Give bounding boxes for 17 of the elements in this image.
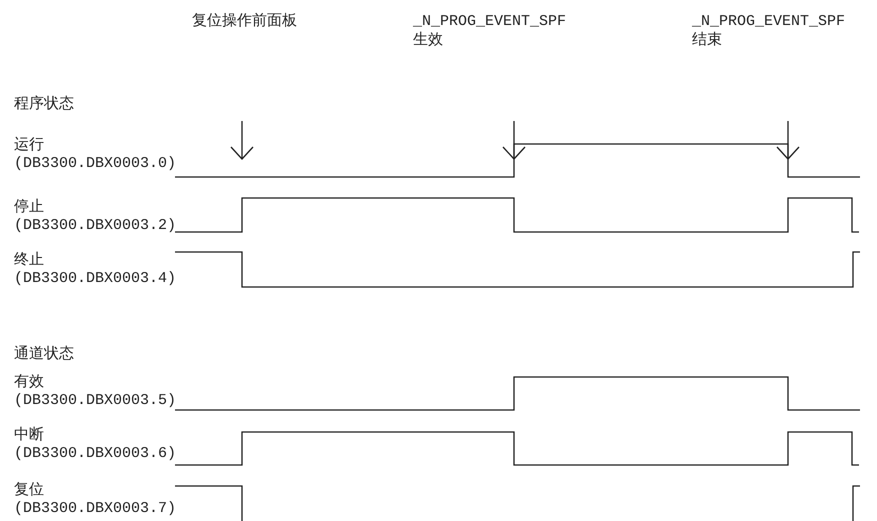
signal-name: 运行 [14, 136, 45, 155]
signal-name: 有效 [14, 373, 45, 392]
signal-address: (DB3300.DBX0003.7) [14, 499, 178, 518]
signal-address: (DB3300.DBX0003.2) [14, 216, 178, 235]
section-heading: 通道状态 [14, 345, 75, 364]
event-heading: _N_PROG_EVENT_SPF 生效 [413, 12, 568, 50]
signal-address: (DB3300.DBX0003.4) [14, 269, 178, 288]
signal-name: 停止 [14, 198, 45, 217]
signal-address: (DB3300.DBX0003.5) [14, 391, 178, 410]
event-heading: _N_PROG_EVENT_SPF 结束 [692, 12, 846, 50]
signal-name: 复位 [14, 481, 45, 500]
signal-address: (DB3300.DBX0003.0) [14, 154, 178, 173]
signal-name: 中断 [14, 426, 45, 445]
signal-address: (DB3300.DBX0003.6) [14, 444, 178, 463]
signal-name: 终止 [14, 251, 45, 270]
section-heading: 程序状态 [14, 95, 75, 114]
event-heading: 复位操作前面板 [192, 12, 298, 31]
